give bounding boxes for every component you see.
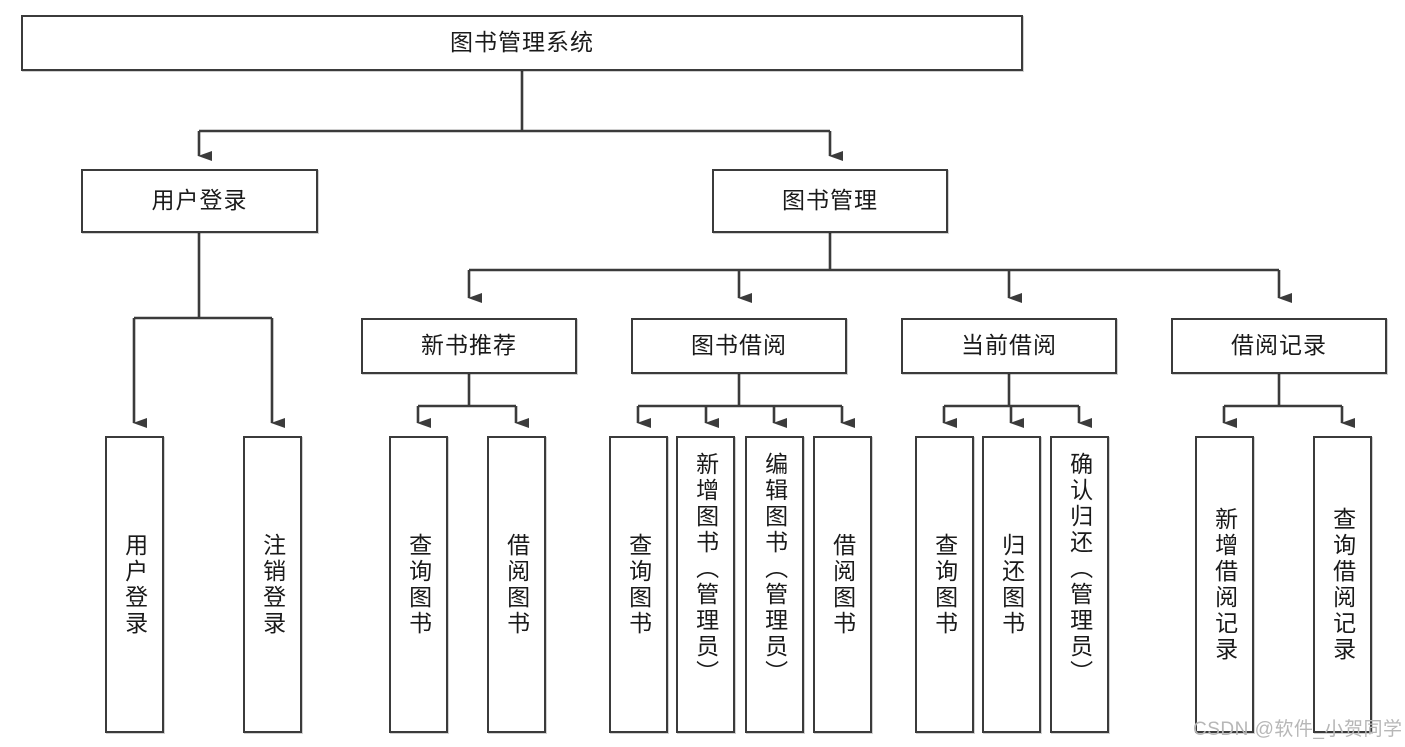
node-leaf-borrow-book-1[interactable]: 借阅图书	[487, 436, 546, 733]
node-leaf-add-record[interactable]: 新增借阅记录	[1195, 436, 1254, 733]
node-book-manage[interactable]: 图书管理	[712, 169, 948, 233]
node-leaf-logout-login[interactable]: 注销登录	[243, 436, 302, 733]
node-new-book-rec[interactable]: 新书推荐	[361, 318, 577, 374]
node-leaf-query-book-1[interactable]: 查询图书	[389, 436, 448, 733]
node-book-borrow[interactable]: 图书借阅	[631, 318, 847, 374]
node-leaf-query-book-3[interactable]: 查询图书	[915, 436, 974, 733]
node-current-borrow[interactable]: 当前借阅	[901, 318, 1117, 374]
watermark-csdn: CSDN @软件_小贺同学	[1193, 719, 1403, 740]
node-root[interactable]: 图书管理系统	[21, 15, 1023, 71]
node-user-login[interactable]: 用户登录	[81, 169, 318, 233]
node-leaf-query-book-2[interactable]: 查询图书	[609, 436, 668, 733]
node-leaf-add-book[interactable]: 新增图书（管理员）	[676, 436, 735, 733]
node-leaf-query-record[interactable]: 查询借阅记录	[1313, 436, 1372, 733]
node-borrow-record[interactable]: 借阅记录	[1171, 318, 1387, 374]
node-leaf-confirm-return[interactable]: 确认归还（管理员）	[1050, 436, 1109, 733]
node-leaf-borrow-book-2[interactable]: 借阅图书	[813, 436, 872, 733]
node-leaf-edit-book[interactable]: 编辑图书（管理员）	[745, 436, 804, 733]
node-leaf-return-book[interactable]: 归还图书	[982, 436, 1041, 733]
node-leaf-user-login[interactable]: 用户登录	[105, 436, 164, 733]
